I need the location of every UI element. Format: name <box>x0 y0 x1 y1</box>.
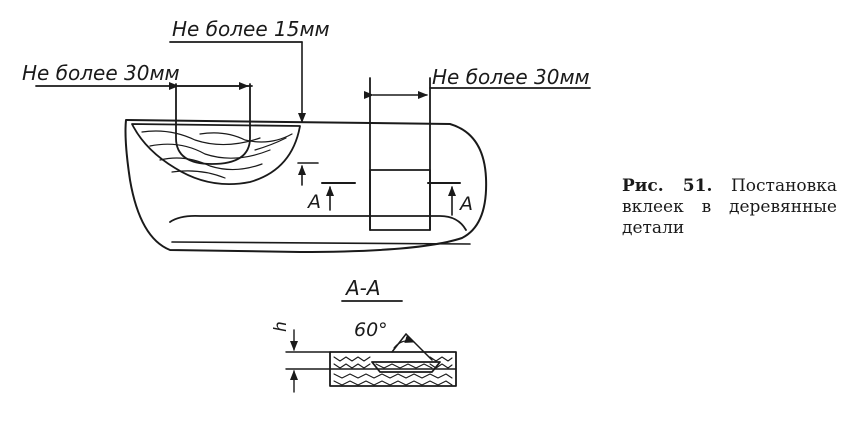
label-section-title: А-А <box>344 276 381 300</box>
label-top-limit: Не более 15мм <box>172 17 330 41</box>
figure-caption-text: Постановка вклеек в деревянные детали <box>622 176 837 238</box>
wood-grain <box>141 130 293 179</box>
part-bottom-edge <box>169 214 467 231</box>
figure-number: Рис. 51. <box>622 176 713 196</box>
section-inlay <box>371 361 441 373</box>
label-thickness: h <box>271 321 291 332</box>
part-centerline <box>171 241 471 245</box>
left-inlay-cut <box>175 83 251 165</box>
label-section-mark-right: А <box>458 193 473 215</box>
label-angle: 60° <box>354 319 388 341</box>
section-hatching <box>333 356 453 386</box>
left-inlay <box>131 123 301 185</box>
part-outline <box>124 119 488 253</box>
label-right-width: Не более 30мм <box>432 65 590 89</box>
label-left-width: Не более 30мм <box>22 61 180 85</box>
label-section-mark-left: А <box>306 191 321 213</box>
figure-caption: Рис. 51. Постановка вклеек в деревянные … <box>622 176 837 239</box>
right-inlay <box>369 169 431 231</box>
